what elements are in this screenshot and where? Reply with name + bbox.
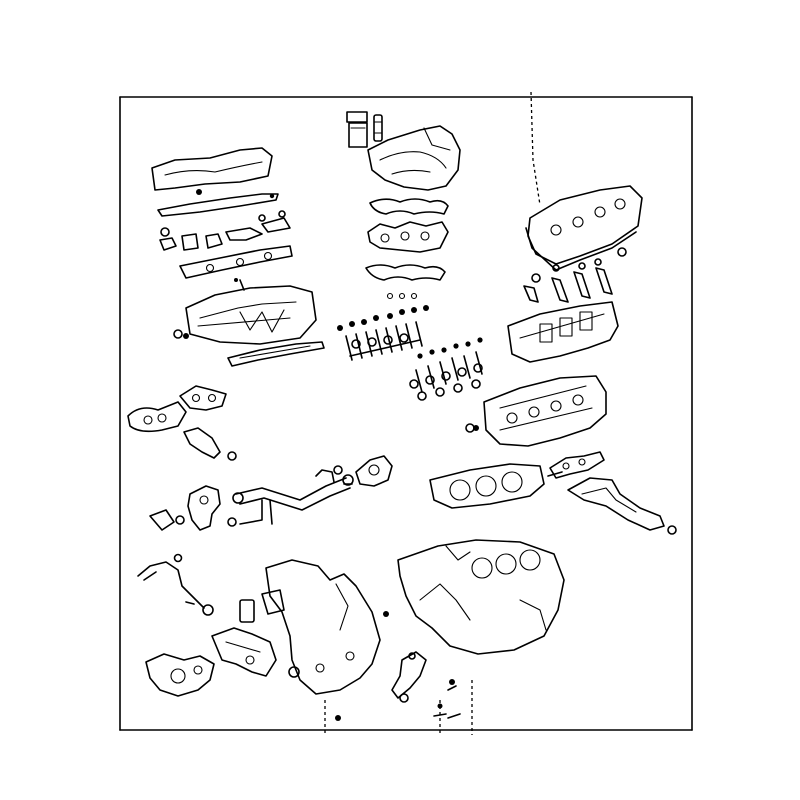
cylinder-head-cover-left: [151, 147, 273, 195]
thermostat-gasket: [333, 455, 393, 487]
oil-strainer-gasket: [391, 651, 457, 703]
water-pump-gasket: [149, 485, 237, 531]
head-cover-gasket-left: [157, 193, 279, 217]
cylinder-head-gasket-left: [179, 245, 293, 291]
intake-manifold-gaskets: [365, 198, 449, 300]
diagram-frame: [119, 96, 693, 731]
leader-lines: [324, 91, 541, 735]
cylinder-head-gasket-right: [429, 463, 545, 509]
cylinder-head-right: [465, 375, 607, 447]
oil-pump-gasket: [145, 653, 215, 697]
timing-gaskets: [211, 589, 285, 677]
water-bypass-pipe: [232, 469, 354, 525]
spark-plug-gaskets-right: [523, 258, 613, 303]
exhaust-manifold-gaskets: [547, 451, 605, 479]
bolts-bottom: [335, 703, 461, 721]
timing-chain-cover: [265, 559, 389, 695]
water-inlet-gaskets: [127, 385, 237, 461]
spark-plug-tube-seals: [346, 111, 383, 148]
oil-pan-gasket: [567, 477, 677, 535]
intake-manifold-cover: [367, 125, 461, 191]
head-bolt-washers: [159, 210, 291, 251]
valve-cover-gasket-left: [227, 341, 325, 367]
valve-set-left: [337, 305, 429, 361]
cylinder-head-cover-right: [525, 185, 643, 271]
camshaft-caps: [507, 301, 619, 363]
wire-harness: [137, 553, 214, 616]
cylinder-head-left: [173, 285, 317, 345]
cylinder-block: [397, 539, 565, 655]
valve-set-right: [409, 337, 483, 401]
